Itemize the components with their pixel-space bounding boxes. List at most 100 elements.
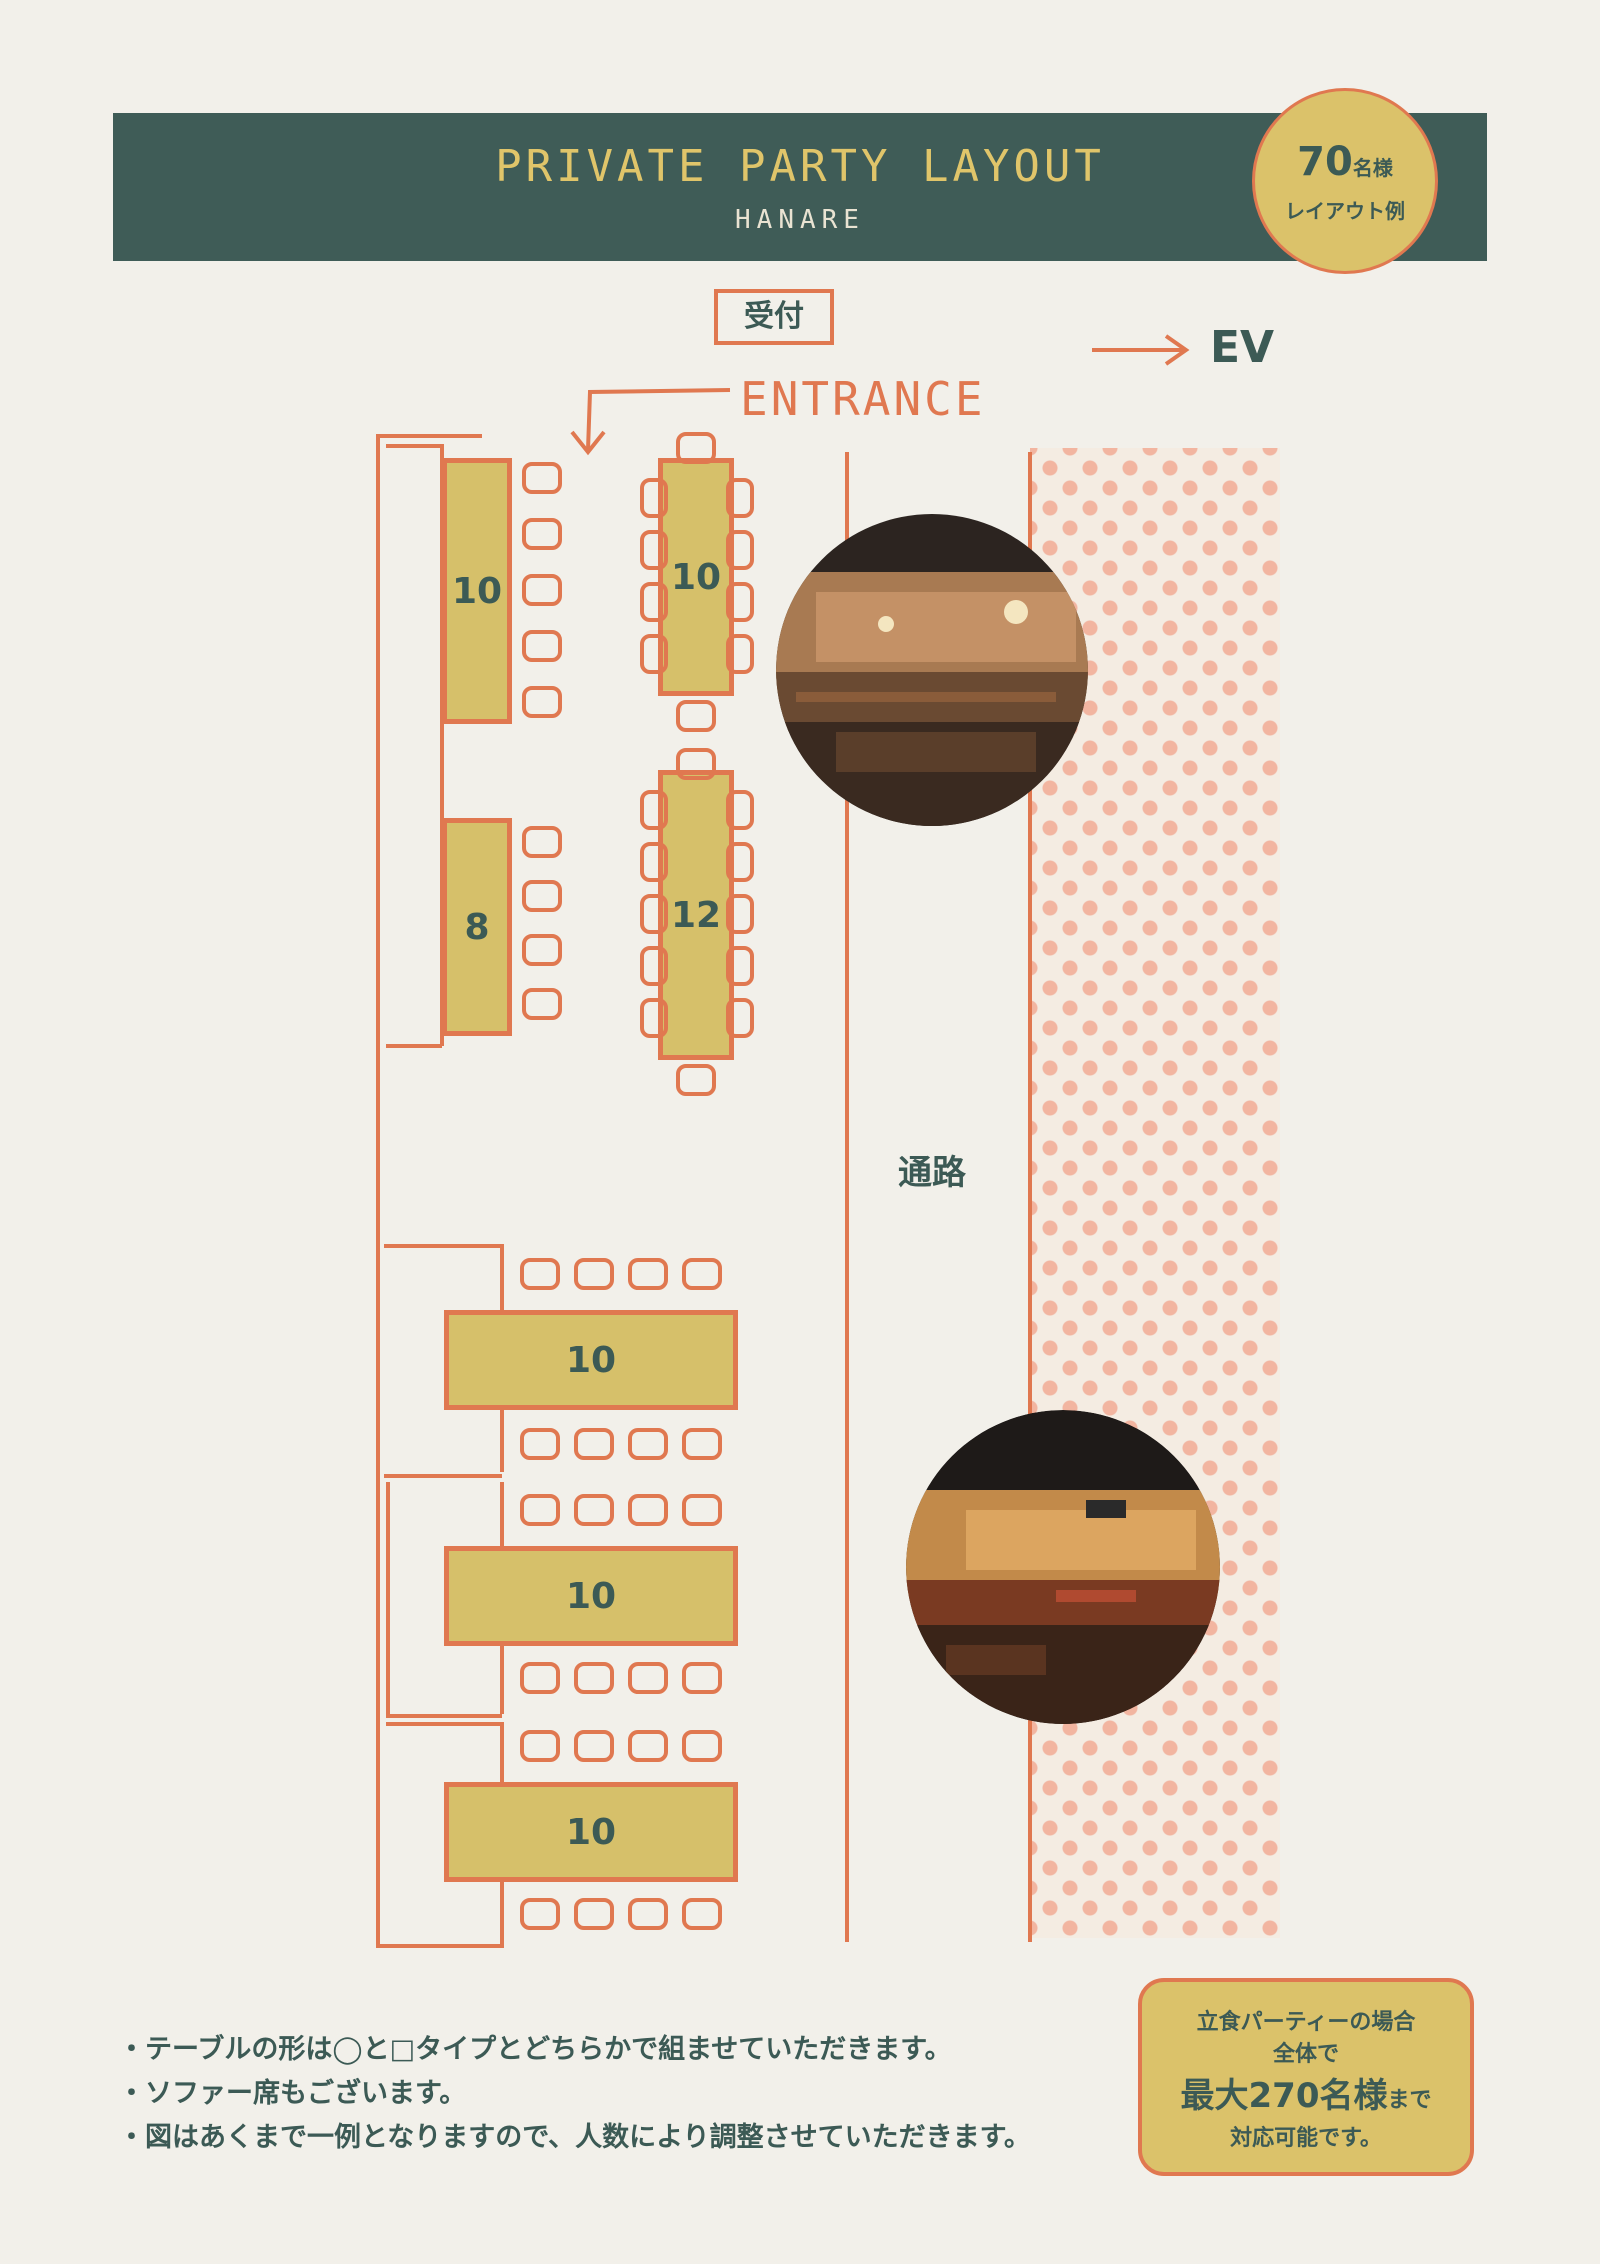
chair (676, 1064, 716, 1096)
chair (676, 700, 716, 732)
chair (522, 880, 562, 912)
table-seat-count: 12 (670, 894, 722, 936)
chair (520, 1898, 560, 1930)
chair (640, 478, 668, 518)
chair (522, 686, 562, 718)
page-subtitle: HANARE (735, 205, 865, 235)
capacity-caption: レイアウト例 (1285, 199, 1405, 223)
chair (640, 946, 668, 986)
chair (726, 946, 754, 986)
chair (520, 1428, 560, 1460)
chair (682, 1898, 722, 1930)
chair (640, 634, 668, 674)
chair (682, 1428, 722, 1460)
chair (726, 634, 754, 674)
table-8: 8 (442, 818, 512, 1036)
chair (520, 1730, 560, 1762)
chair (726, 478, 754, 518)
chair (640, 530, 668, 570)
note-line-3: ・図はあくまで一例となりますので、人数により調整させていただきます。 (118, 2122, 1031, 2153)
table-10-d: 10 (444, 1546, 738, 1646)
chair (520, 1662, 560, 1694)
capacity-unit: 名様 (1352, 156, 1393, 180)
capacity-badge: 70名様 レイアウト例 (1252, 88, 1438, 274)
chair (682, 1258, 722, 1290)
notes: ・テーブルの形は◯と□タイプとどちらかで組ませていただきます。 ・ソファー席もご… (118, 2028, 1031, 2160)
booth-3-top (386, 1722, 502, 1726)
chair (628, 1662, 668, 1694)
walkway-line (1028, 452, 1032, 1942)
table-10-c: 10 (444, 1310, 738, 1410)
table-10-e: 10 (444, 1782, 738, 1882)
standing-max-suffix: まで (1387, 2088, 1432, 2113)
chair (682, 1662, 722, 1694)
chair (682, 1730, 722, 1762)
chair (726, 582, 754, 622)
booth-1-top (384, 1244, 502, 1248)
chair (574, 1494, 614, 1526)
reception-label: 受付 (714, 289, 834, 345)
entrance-arrow-icon (570, 388, 731, 456)
chair (522, 988, 562, 1020)
chair (574, 1730, 614, 1762)
table-seat-count: 10 (565, 1811, 617, 1853)
table-10-b: 10 (658, 458, 734, 696)
wall-left (376, 434, 380, 1948)
chair (628, 1428, 668, 1460)
ev-arrow-icon (1092, 334, 1190, 366)
chair (640, 790, 668, 830)
chair (628, 1258, 668, 1290)
corridor-line (845, 452, 849, 1942)
corridor-label: 通路 (898, 1153, 966, 1193)
standing-max: 最大270名様 (1180, 2076, 1388, 2116)
note-line-2: ・ソファー席もございます。 (118, 2078, 467, 2109)
booth-3-bottom (380, 1944, 504, 1948)
chair (628, 1494, 668, 1526)
table-seat-count: 10 (451, 570, 503, 612)
table-12: 12 (658, 770, 734, 1060)
elevator-label: EV (1210, 322, 1275, 373)
sofa-outline-bottom (386, 1044, 442, 1048)
chair (522, 574, 562, 606)
chair (574, 1898, 614, 1930)
chair (640, 842, 668, 882)
chair (574, 1258, 614, 1290)
table-seat-count: 10 (565, 1339, 617, 1381)
chair (676, 432, 716, 464)
chair (640, 894, 668, 934)
chair (726, 530, 754, 570)
note-line-1: ・テーブルの形は◯と□タイプとどちらかで組ませていただきます。 (118, 2034, 952, 2065)
entrance-label: ENTRANCE (740, 372, 986, 426)
capacity-count: 70 (1297, 139, 1353, 185)
chair (676, 748, 716, 780)
table-seat-count: 8 (464, 906, 490, 948)
chair (726, 790, 754, 830)
sofa-outline-right (440, 444, 444, 1046)
interior-photo-2 (906, 1410, 1220, 1724)
chair (628, 1730, 668, 1762)
chair (522, 462, 562, 494)
booth-2-bottom (386, 1714, 502, 1718)
booth-1-bottom (384, 1474, 502, 1478)
table-10-a: 10 (442, 458, 512, 724)
standing-line-2: 全体で (1272, 2042, 1339, 2067)
chair (682, 1494, 722, 1526)
chair (726, 998, 754, 1038)
chair (522, 518, 562, 550)
booth-2-left (386, 1482, 390, 1714)
chair (522, 934, 562, 966)
wall-top (376, 434, 482, 438)
sofa-outline-top (386, 444, 442, 448)
table-seat-count: 10 (565, 1575, 617, 1617)
chair (640, 582, 668, 622)
chair (574, 1428, 614, 1460)
chair (726, 842, 754, 882)
chair (522, 630, 562, 662)
chair (628, 1898, 668, 1930)
chair (522, 826, 562, 858)
chair (520, 1494, 560, 1526)
standing-party-box: 立食パーティーの場合 全体で 最大270名様まで 対応可能です。 (1138, 1978, 1474, 2176)
page-title: PRIVATE PARTY LAYOUT (495, 141, 1105, 192)
chair (640, 998, 668, 1038)
chair (574, 1662, 614, 1694)
